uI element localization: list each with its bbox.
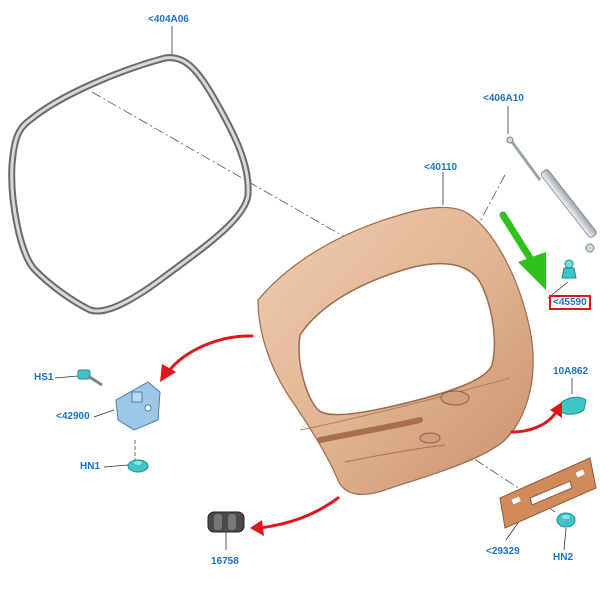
gas-strut bbox=[506, 136, 597, 253]
label-bumper-16758[interactable]: 16758 bbox=[211, 556, 239, 567]
label-highlighted-part[interactable]: <45590 bbox=[549, 295, 591, 310]
latch-assembly bbox=[115, 381, 161, 431]
nut-hn1 bbox=[127, 440, 149, 473]
screw-hs1 bbox=[77, 369, 103, 387]
strut-bumper-part bbox=[561, 259, 577, 279]
label-liftgate[interactable]: <40110 bbox=[424, 162, 458, 173]
red-callout-arrows bbox=[166, 334, 558, 530]
label-weatherstrip[interactable]: <404A06 bbox=[148, 14, 189, 25]
green-indicator-arrow bbox=[499, 211, 546, 290]
nut-hn2 bbox=[556, 512, 576, 528]
weatherstrip-seal bbox=[8, 54, 252, 315]
label-screw-hs1[interactable]: HS1 bbox=[34, 372, 54, 383]
label-latch[interactable]: <42900 bbox=[56, 411, 90, 422]
label-gas-strut[interactable]: <406A10 bbox=[483, 93, 524, 104]
lamp-10a862 bbox=[557, 396, 587, 415]
liftgate-panel bbox=[257, 206, 534, 495]
label-nut-hn2[interactable]: HN2 bbox=[553, 552, 574, 563]
label-plate-29329[interactable]: <29329 bbox=[486, 546, 520, 557]
label-nut-hn1[interactable]: HN1 bbox=[80, 461, 101, 472]
red-callout-arrowheads bbox=[160, 364, 562, 536]
plate-29329 bbox=[499, 457, 597, 529]
bumper-16758 bbox=[207, 511, 245, 533]
label-lamp-10a862[interactable]: 10A862 bbox=[553, 366, 589, 377]
